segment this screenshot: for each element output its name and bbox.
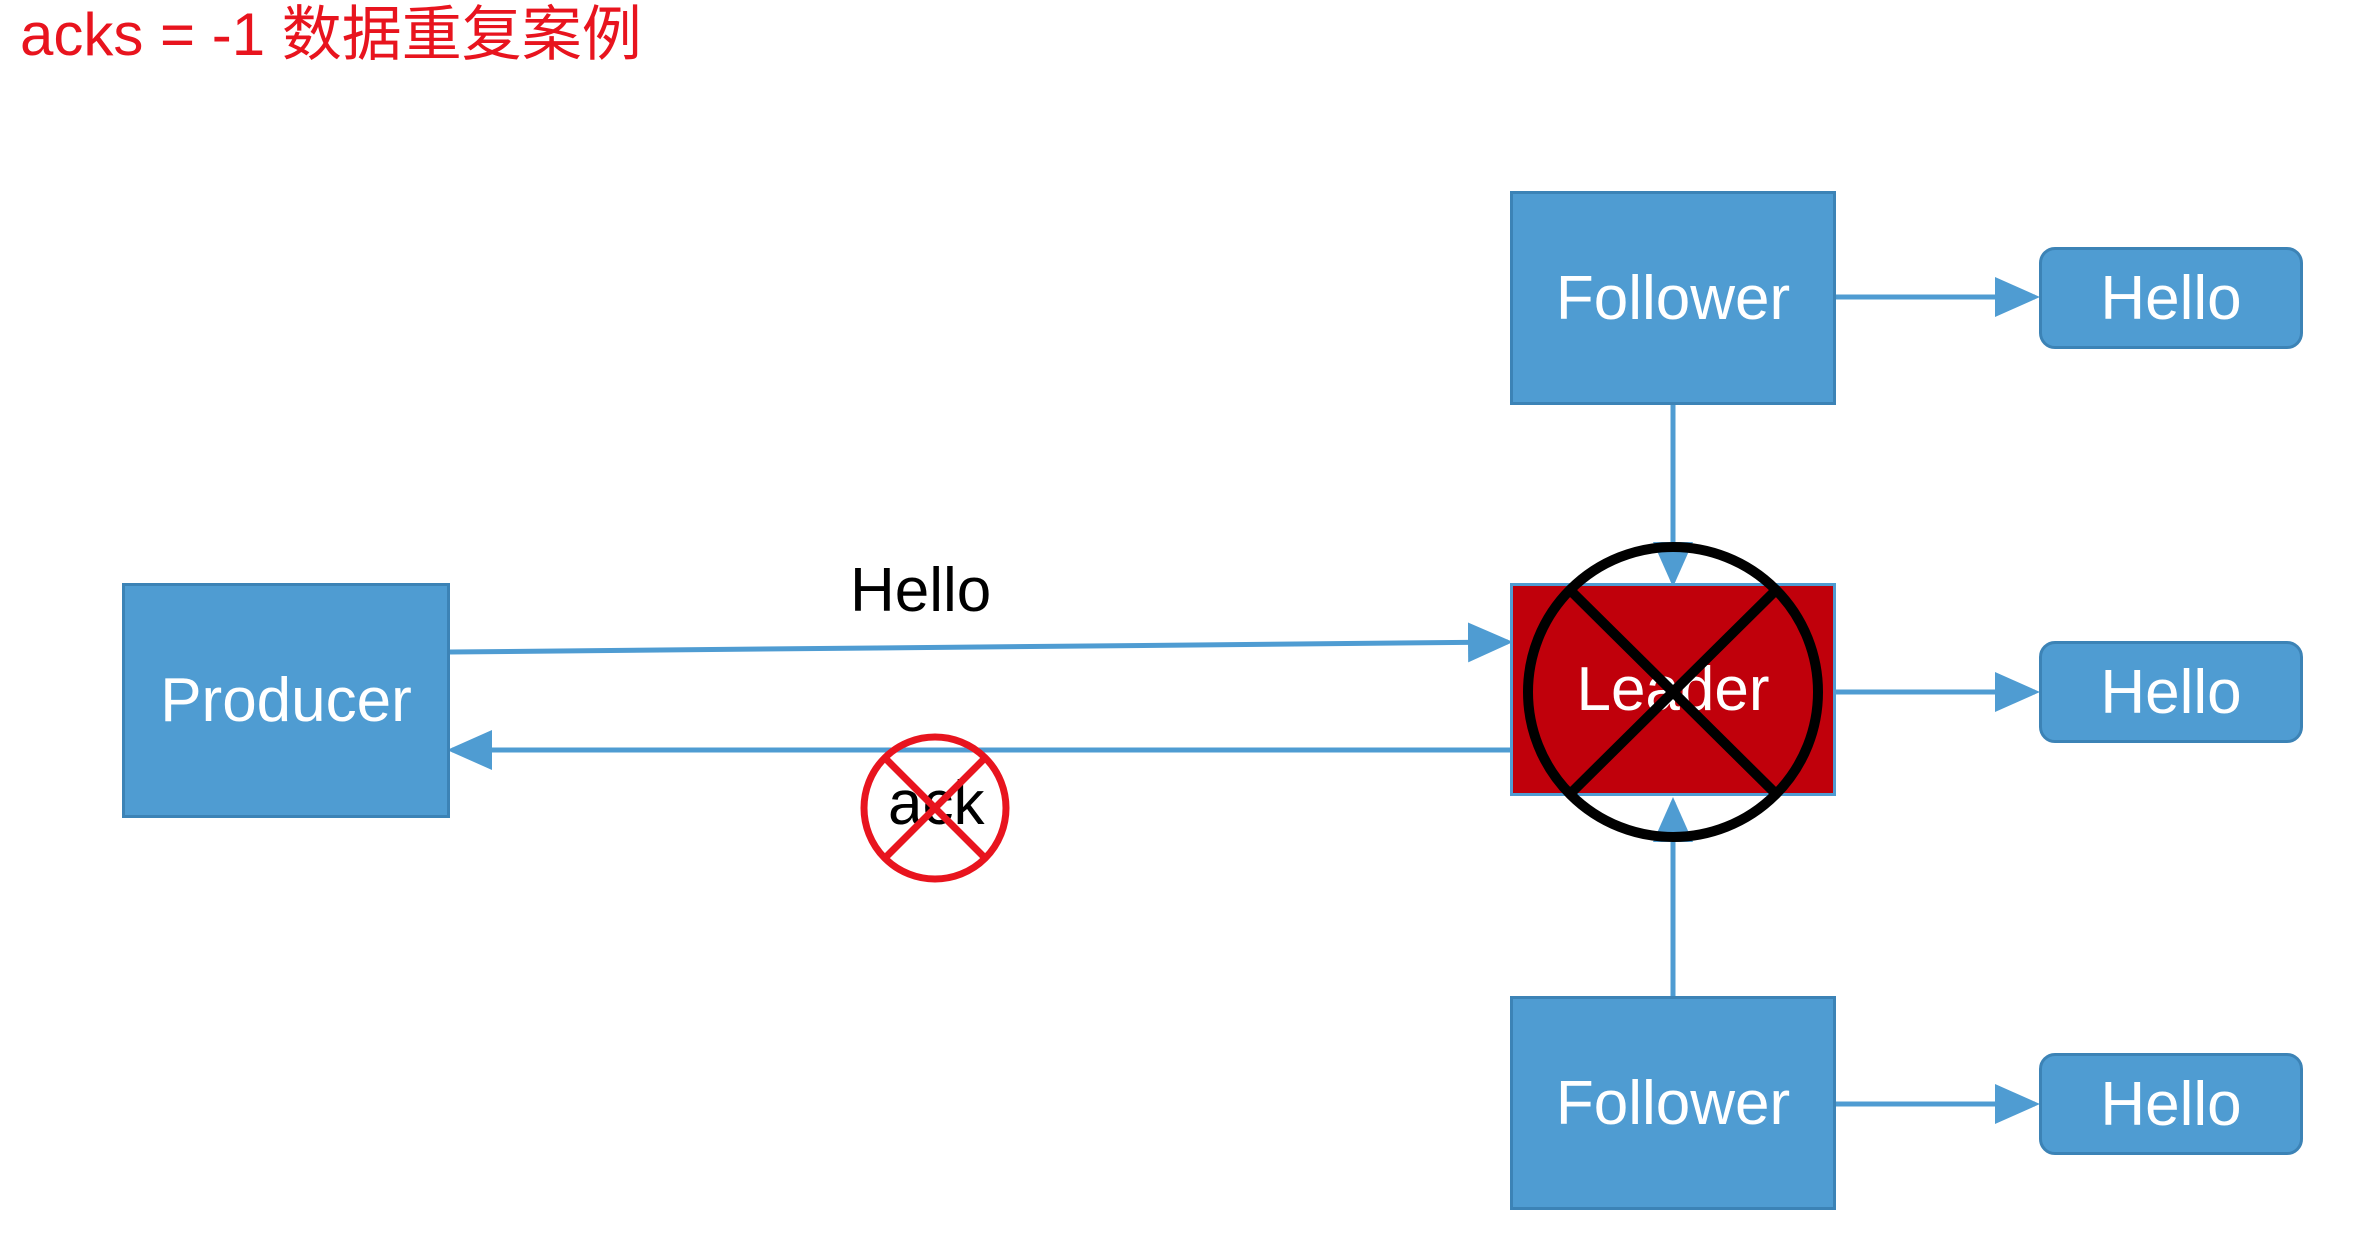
ack-lost-cross-icon	[860, 733, 1010, 883]
follower-top-label: Follower	[1555, 263, 1791, 333]
leader-failure-cross-icon	[1523, 542, 1823, 842]
hello-middle-node: Hello	[2039, 641, 2303, 743]
diagram-title: acks = -1 数据重复案例	[20, 1, 642, 68]
follower-bottom-node: Follower	[1510, 996, 1836, 1210]
arrow-producer-to-leader	[449, 622, 1513, 663]
hello-bottom-node: Hello	[2039, 1053, 2303, 1155]
producer-node: Producer	[122, 583, 450, 818]
hello-bottom-label: Hello	[2100, 1069, 2242, 1139]
producer-label: Producer	[160, 666, 412, 735]
follower-top-node: Follower	[1510, 191, 1836, 405]
hello-top-label: Hello	[2100, 263, 2242, 333]
send-edge-label: Hello	[850, 556, 992, 625]
follower-bottom-label: Follower	[1555, 1068, 1791, 1138]
hello-top-node: Hello	[2039, 247, 2303, 349]
hello-middle-label: Hello	[2100, 657, 2242, 727]
